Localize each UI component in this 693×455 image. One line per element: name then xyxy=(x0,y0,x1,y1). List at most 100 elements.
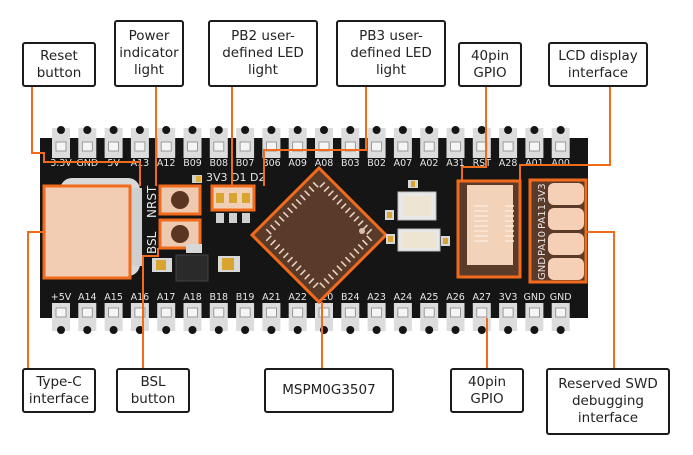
swd-label-gnd: GND xyxy=(537,257,548,280)
top-pin-label: B06 xyxy=(262,158,281,169)
callout-lcd-interface: LCD display interface xyxy=(548,42,648,87)
top-pin: A00 xyxy=(551,126,570,169)
bottom-pin: A27 xyxy=(473,292,492,334)
mcu-chip xyxy=(249,165,389,305)
crystals xyxy=(385,180,450,252)
callout-40pin-gpio-top: 40pin GPIO xyxy=(458,42,522,87)
bottom-pin-label: B24 xyxy=(341,292,360,303)
bottom-pin: 3V3 xyxy=(499,292,518,334)
bottom-pin-label: A27 xyxy=(473,292,492,303)
bottom-pin: GND xyxy=(524,292,546,334)
top-pin-label: A00 xyxy=(551,158,570,169)
leader-swd xyxy=(586,231,615,370)
bottom-pin: A26 xyxy=(446,292,465,334)
top-pin-label: RST xyxy=(473,158,492,169)
top-pin-label: B08 xyxy=(209,158,228,169)
swd-pads: 3V3 PA11 PA10 GND xyxy=(528,178,588,284)
silk-led-header: 3V3 D1 D2 xyxy=(206,171,265,184)
top-pin-label: B07 xyxy=(236,158,255,169)
bottom-pin-label: A16 xyxy=(131,292,150,303)
bottom-pin-label: A26 xyxy=(446,292,465,303)
top-pin-label: A02 xyxy=(420,158,439,169)
top-pin: A31 xyxy=(446,126,465,169)
bottom-pin: A25 xyxy=(420,292,439,334)
callout-pb3-led: PB3 user- defined LED light xyxy=(336,20,446,87)
top-pin-label: A28 xyxy=(499,158,518,169)
bottom-pin: B18 xyxy=(209,292,228,334)
bottom-pin-label: A22 xyxy=(288,292,307,303)
bottom-pin: GND xyxy=(550,292,572,334)
top-pin-label: A08 xyxy=(315,158,334,169)
top-pin: A07 xyxy=(394,126,413,169)
bottom-pin: A18 xyxy=(183,292,202,334)
swd-label-pa10: PA10 xyxy=(537,231,548,256)
bottom-pin: A23 xyxy=(367,292,386,334)
top-pin: 5V xyxy=(104,126,123,169)
leader-lines xyxy=(27,86,615,370)
bottom-pin-label: A14 xyxy=(78,292,97,303)
bottom-pin-label: A24 xyxy=(394,292,413,303)
leader-typec xyxy=(27,231,44,370)
top-pin: GND xyxy=(76,126,98,169)
bottom-pin-label: B19 xyxy=(236,292,255,303)
top-pin: B07 xyxy=(236,126,255,169)
top-pin-label: A31 xyxy=(446,158,465,169)
callout-swd-interface: Reserved SWD debugging interface xyxy=(546,368,670,435)
leader-lcd xyxy=(519,86,611,181)
lcd-fpc-connector xyxy=(456,179,522,279)
bottom-pin: A24 xyxy=(394,292,413,334)
callout-bsl-button: BSL button xyxy=(116,368,190,413)
top-pin: 3.3V xyxy=(50,126,72,169)
bottom-pin: A17 xyxy=(157,292,176,334)
bottom-pin-label: A25 xyxy=(420,292,439,303)
top-pin: A08 xyxy=(315,126,334,169)
bottom-pin-label: A17 xyxy=(157,292,176,303)
bottom-pin: +5V xyxy=(51,292,72,334)
bottom-pin: A14 xyxy=(78,292,97,334)
top-pin-label: A07 xyxy=(394,158,413,169)
top-pin: A09 xyxy=(288,126,307,169)
callout-power-indicator: Power indicator light xyxy=(114,20,184,87)
bottom-pin-label: A15 xyxy=(104,292,123,303)
bottom-pin-label: A21 xyxy=(262,292,281,303)
callout-typec-interface: Type-C interface xyxy=(22,368,96,413)
top-pin-label: A01 xyxy=(525,158,544,169)
swd-label-pa11: PA11 xyxy=(537,204,548,229)
bsl-button-component xyxy=(158,218,202,250)
top-pin-label: A09 xyxy=(288,158,307,169)
leader-reset xyxy=(31,86,141,186)
bottom-pin: A16 xyxy=(131,292,150,334)
top-pin: A02 xyxy=(420,126,439,169)
top-pin-label: B02 xyxy=(367,158,386,169)
top-pin: B02 xyxy=(367,126,386,169)
leader-gpio-top xyxy=(461,86,487,181)
bottom-pin-label: B18 xyxy=(209,292,228,303)
user-leds xyxy=(210,184,256,223)
leader-bsl xyxy=(142,248,159,370)
callout-40pin-gpio-bottom: 40pin GPIO xyxy=(450,368,524,413)
top-pin-label: B09 xyxy=(183,158,202,169)
bottom-pin-label: +5V xyxy=(51,292,72,303)
silk-bsl: BSL xyxy=(145,231,159,254)
bottom-pin-label: GND xyxy=(524,292,546,303)
top-pin: RST xyxy=(473,126,492,169)
bottom-pin-label: A18 xyxy=(183,292,202,303)
bottom-pin: A21 xyxy=(262,292,281,334)
top-pin: A28 xyxy=(499,126,518,169)
callout-mspm0g3507: MSPM0G3507 xyxy=(264,368,394,413)
bottom-pin-label: 3V3 xyxy=(499,292,518,303)
reset-button-component xyxy=(158,184,202,216)
top-pin-label: 3.3V xyxy=(50,158,72,169)
top-pin: A01 xyxy=(525,126,544,169)
leader-pb3 xyxy=(263,86,367,186)
usb-c-connector xyxy=(42,178,142,280)
regulator-area xyxy=(152,244,240,282)
top-pin: B09 xyxy=(183,126,202,169)
top-pin-label: 5V xyxy=(107,158,120,169)
bottom-pin: A22 xyxy=(288,292,307,334)
bottom-pin-label: GND xyxy=(550,292,572,303)
callout-reset-button: Reset button xyxy=(22,42,96,87)
bottom-pin: A15 xyxy=(104,292,123,334)
top-pin-label: GND xyxy=(76,158,98,169)
